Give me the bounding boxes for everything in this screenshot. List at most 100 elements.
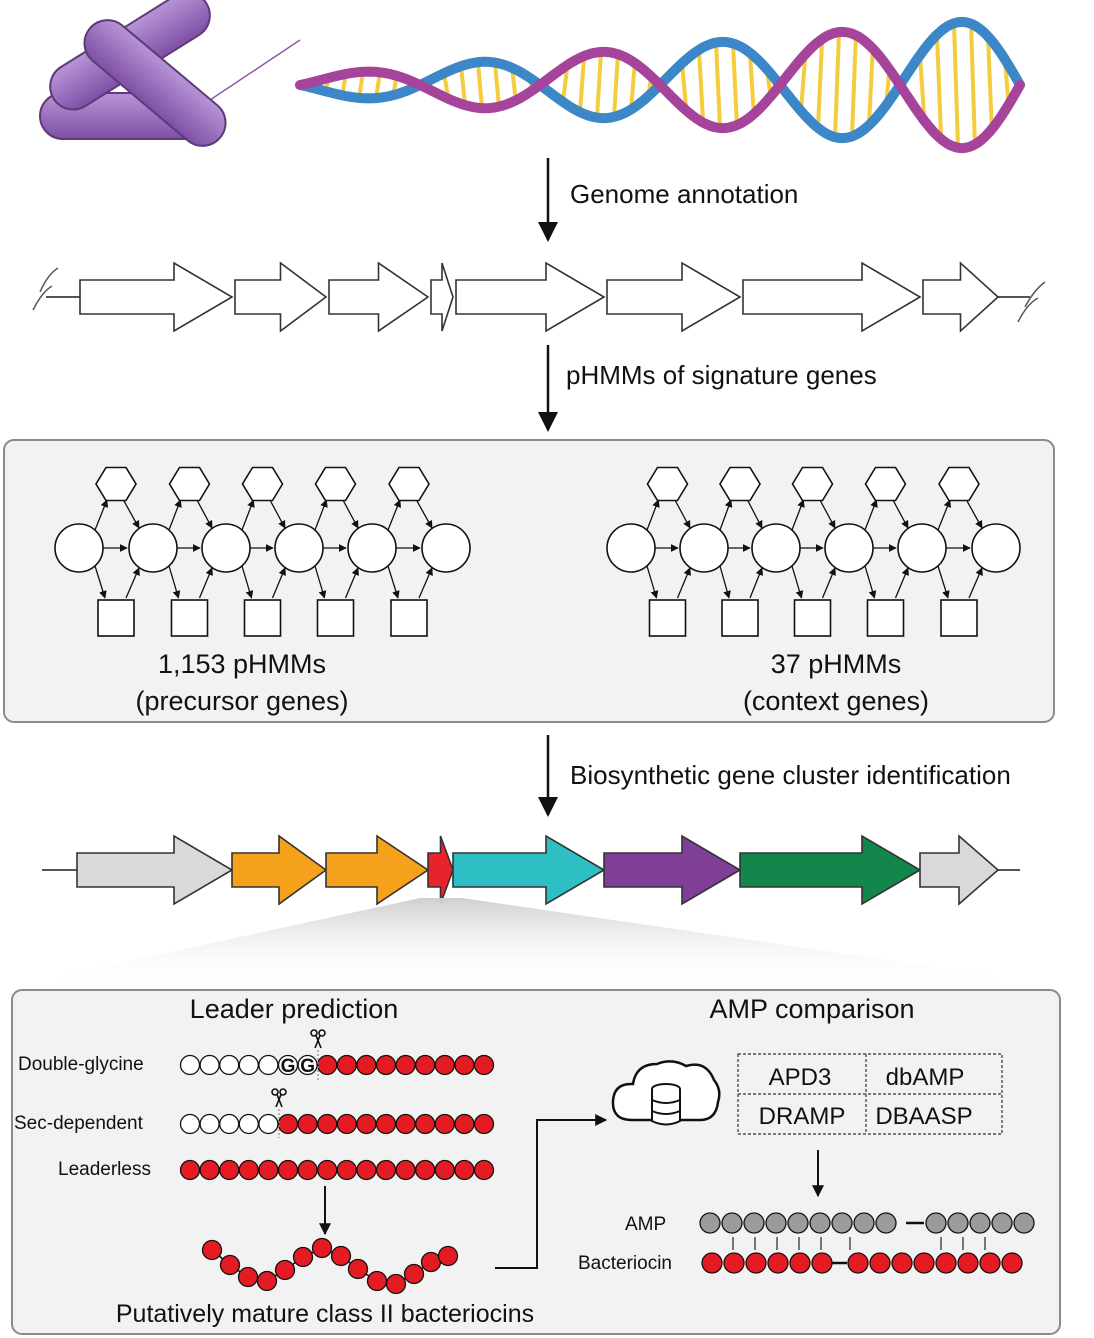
delete-state: [316, 599, 355, 637]
step-label: Genome annotation: [570, 179, 798, 209]
profile-hmm-context: [606, 466, 1021, 637]
mature-residue: [330, 1245, 352, 1267]
gene-arrow: [739, 834, 922, 906]
core-residue: [375, 1054, 397, 1076]
bacteriocin-residue: [1001, 1252, 1023, 1274]
insert-state: [938, 466, 980, 502]
transition-arrow: [94, 499, 109, 531]
glycine-letter: G: [300, 1056, 315, 1077]
bacteriocin-residue: [811, 1252, 833, 1274]
sec-dependent-label: Sec-dependent: [14, 1113, 144, 1134]
precursor-phmm-desc: (precursor genes): [135, 686, 348, 716]
core-residue: [434, 1159, 455, 1181]
mature-residue: [292, 1246, 314, 1268]
double-glycine-label: Double-glycine: [18, 1054, 144, 1075]
delete-state: [940, 599, 978, 637]
leader-residue: [199, 1113, 220, 1135]
database-dbamp: dbAMP: [886, 1064, 965, 1091]
gene-arrow: [455, 261, 606, 333]
core-residue: [473, 1054, 495, 1076]
mature-residue: [311, 1237, 333, 1259]
delete-state: [793, 599, 832, 637]
core-residue: [336, 1159, 357, 1181]
transition-arrow: [646, 499, 660, 531]
base-pair-rung: [731, 43, 739, 127]
amp-residue: [853, 1212, 875, 1234]
transition-arrow: [342, 500, 359, 529]
gene-arrow: [325, 834, 430, 906]
transition-arrow: [418, 567, 433, 599]
transition-arrow: [892, 500, 909, 529]
match-state: [897, 523, 947, 573]
core-residue: [219, 1159, 240, 1181]
core-residue: [415, 1054, 436, 1076]
amp-database-grid: APD3 dbAMP DRAMP DBAASP: [737, 1053, 1003, 1135]
core-residue: [356, 1113, 377, 1135]
base-pair-rung: [595, 52, 603, 118]
transition-arrow: [791, 565, 804, 599]
transition-arrow: [674, 500, 691, 529]
base-pair-rung: [459, 65, 467, 105]
transition-arrow: [196, 500, 213, 529]
core-residue: [277, 1159, 299, 1181]
leader-residue: [238, 1054, 259, 1076]
transition-arrow: [387, 499, 402, 531]
core-residue: [395, 1113, 416, 1135]
match-state: [128, 523, 178, 573]
step-phmm: pHMMs of signature genes: [538, 345, 877, 432]
step-label: pHMMs of signature genes: [566, 360, 877, 390]
match-state: [606, 523, 656, 573]
leader-residue: [238, 1113, 259, 1135]
mature-residue: [237, 1266, 259, 1288]
step-bgc: Biosynthetic gene cluster identification: [538, 735, 1011, 817]
core-residue: [395, 1054, 416, 1076]
insert-state: [314, 466, 357, 502]
gene-arrow: [328, 261, 430, 333]
transition-arrow: [968, 567, 983, 599]
transition-arrow: [747, 500, 763, 529]
transition-arrow: [719, 565, 731, 599]
glycine-letter: G: [281, 1056, 296, 1077]
core-residue: [375, 1113, 397, 1135]
core-residue: [375, 1159, 397, 1181]
amp-residue: [875, 1212, 897, 1234]
core-residue: [179, 1159, 201, 1181]
mature-residue: [347, 1258, 369, 1280]
leader-residue: [179, 1113, 201, 1135]
insert-state: [646, 466, 689, 502]
bacteriocin-residue: [957, 1252, 979, 1274]
base-pair-rung: [476, 62, 484, 108]
base-pair-rung: [714, 42, 722, 128]
transition-arrow: [269, 500, 286, 529]
base-pair-rung: [867, 44, 875, 126]
core-residue: [317, 1113, 338, 1135]
bacteriocin-residue: [723, 1252, 745, 1274]
delete-state: [243, 599, 282, 637]
core-residue: [434, 1054, 455, 1076]
transition-arrow: [937, 499, 952, 531]
core-residue: [238, 1159, 259, 1181]
mature-residue: [366, 1270, 388, 1292]
precursor-phmm-count: 1,153 pHMMs: [158, 649, 326, 679]
gene-arrow: [231, 834, 328, 906]
transition-arrow: [344, 567, 359, 599]
profile-hmm-precursor: [54, 466, 471, 637]
connector-arrow: [495, 1114, 608, 1269]
database-apd3: APD3: [769, 1064, 832, 1091]
core-residue: [356, 1159, 377, 1181]
mature-bacteriocin-chain: [201, 1237, 459, 1295]
leader-residue: [219, 1113, 240, 1135]
analysis-panel: Leader prediction Double-glycine Sec-dep…: [11, 989, 1061, 1335]
delete-state: [648, 599, 687, 637]
leader-residue: [179, 1054, 201, 1076]
delete-state: [170, 599, 209, 637]
transition-arrow: [966, 500, 983, 529]
insert-state: [388, 466, 430, 502]
transition-arrow: [676, 567, 691, 599]
cloud-database-icon: [611, 1060, 721, 1126]
match-state: [201, 523, 251, 573]
base-pair-rung: [680, 63, 688, 107]
amp-residue: [831, 1212, 853, 1234]
match-state: [751, 523, 801, 573]
